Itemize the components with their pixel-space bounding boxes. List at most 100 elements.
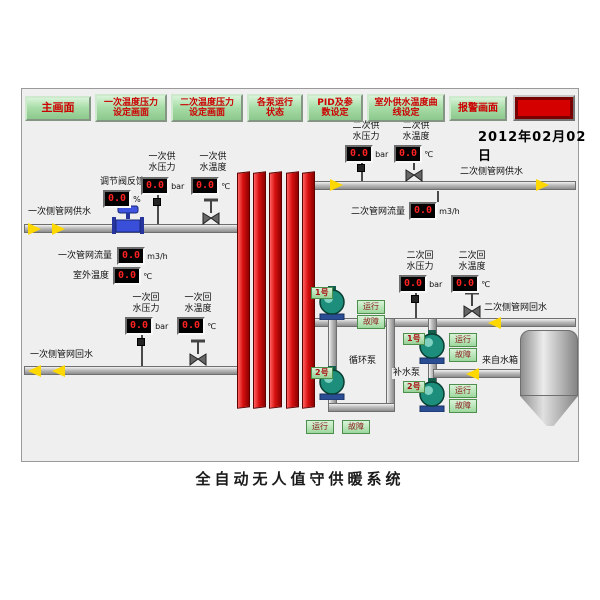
unit-label: ℃ [424, 149, 434, 159]
exchanger-plate [269, 171, 283, 409]
unit-label: ℃ [481, 279, 491, 289]
meter-secondary-return-temp: 0.0 ℃ [451, 275, 490, 293]
primary-return-pipe-label: 一次侧管网回水 [30, 350, 94, 360]
circulation-pump2-fault-status: 故障 [342, 420, 370, 434]
meter-valve-feedback: 0.0 % [103, 190, 141, 208]
makeup-pump1-tag: 1号 [403, 333, 425, 345]
flow-arrow-right-icon [330, 179, 343, 191]
unit-label: bar [375, 149, 389, 159]
lcd-value: 0.0 [451, 275, 480, 293]
meter-secondary-flow: 0.0 m3/h [409, 202, 460, 220]
unit-label: ℃ [221, 181, 231, 191]
meter-primary-supply-pressure: 0.0 bar [141, 177, 184, 195]
meter-label-valve-feedback: 调节阀反馈 [100, 177, 146, 187]
meter-outdoor-temp: 0.0 ℃ [113, 267, 152, 285]
makeup-pump2-tag: 2号 [403, 381, 425, 393]
sensor-stem [141, 333, 143, 366]
meter-label-secondary-return-pressure: 二次回水压力 [406, 251, 434, 273]
lcd-value: 0.0 [409, 202, 438, 220]
lcd-value: 0.0 [117, 247, 146, 265]
secondary-return-pipe [312, 318, 576, 327]
flow-arrow-right-icon [28, 223, 41, 235]
exchanger-plate [253, 171, 267, 409]
unit-label: bar [155, 321, 169, 331]
tank-feed-pipe [433, 369, 525, 378]
meter-label-secondary-flow: 二次管网流量 [351, 207, 406, 217]
circulation-pump1-fault-status: 故障 [357, 315, 385, 329]
pressure-sensor-icon [411, 295, 419, 303]
flow-arrow-left-icon [466, 368, 479, 380]
circulation-loop-right-pipe [386, 318, 395, 412]
toolbar-secondary-setting-button[interactable]: 二次温度压力设定画面 [171, 94, 243, 122]
makeup-pump1-fault-status: 故障 [449, 348, 477, 362]
toolbar-pump-status-button[interactable]: 各泵运行状态 [247, 94, 303, 122]
meter-label-outdoor-temp: 室外温度 [73, 271, 110, 281]
page-title: 全自动无人值守供暖系统 [195, 470, 405, 488]
meter-label-secondary-supply-pressure: 二次供水压力 [352, 121, 380, 143]
meter-label-primary-return-temp: 一次回水温度 [184, 293, 212, 315]
circulation-pump-group-label: 循环泵 [349, 356, 377, 366]
shutoff-valve-icon [463, 290, 481, 318]
unit-label: m3/h [439, 206, 460, 216]
unit-label: bar [429, 279, 443, 289]
meter-primary-return-pressure: 0.0 bar [125, 317, 168, 335]
meter-primary-return-temp: 0.0 ℃ [177, 317, 216, 335]
toolbar-main-screen-button[interactable]: 主画面 [25, 96, 91, 121]
meter-primary-supply-temp: 0.0 ℃ [191, 177, 230, 195]
sensor-stem [157, 193, 159, 224]
lcd-value: 0.0 [103, 190, 132, 208]
alarm-indicator[interactable] [513, 95, 575, 121]
plate-heat-exchanger [237, 171, 316, 409]
unit-label: ℃ [143, 271, 153, 281]
shutoff-valve-icon [202, 197, 220, 225]
unit-label: m3/h [147, 251, 168, 261]
flow-arrow-left-icon [488, 317, 501, 329]
secondary-supply-pipe-label: 二次侧管网供水 [460, 167, 524, 177]
secondary-return-pipe-label: 二次侧管网回水 [484, 303, 548, 313]
pressure-sensor-icon [153, 198, 161, 206]
meter-secondary-supply-temp: 0.0 ℃ [394, 145, 433, 163]
makeup-pump2-fault-status: 故障 [449, 399, 477, 413]
meter-secondary-supply-pressure: 0.0 bar [345, 145, 388, 163]
lcd-value: 0.0 [141, 177, 170, 195]
exchanger-plate [237, 171, 251, 409]
water-tank-body [520, 330, 578, 396]
circulation-pump2-tag: 2号 [311, 367, 333, 379]
from-tank-label: 来自水箱 [482, 356, 519, 366]
lcd-value: 0.0 [394, 145, 423, 163]
toolbar-alarm-screen-button[interactable]: 报警画面 [449, 96, 507, 121]
date-display: 2012年02月02日 [478, 130, 587, 164]
makeup-pump1-icon [417, 330, 447, 365]
makeup-pump2-icon [417, 378, 447, 413]
pressure-sensor-icon [137, 338, 145, 346]
circulation-pump2-run-status: 运行 [306, 420, 334, 434]
unit-label: ℃ [207, 321, 217, 331]
toolbar-primary-setting-button[interactable]: 一次温度压力设定画面 [95, 94, 167, 122]
exchanger-plate [285, 171, 299, 409]
meter-label-secondary-return-temp: 二次回水温度 [458, 251, 486, 273]
shutoff-valve-icon [189, 338, 207, 366]
circulation-pump1-run-status: 运行 [357, 300, 385, 314]
flow-arrow-right-icon [52, 223, 65, 235]
lcd-value: 0.0 [177, 317, 206, 335]
meter-label-primary-supply-temp: 一次供水温度 [199, 152, 227, 174]
makeup-pump-group-label: 补水泵 [392, 368, 422, 380]
pressure-sensor-icon [357, 164, 365, 172]
flow-arrow-left-icon [28, 365, 41, 377]
lcd-value: 0.0 [399, 275, 428, 293]
unit-label: bar [171, 181, 185, 191]
meter-label-secondary-supply-temp: 二次供水温度 [402, 121, 430, 143]
flow-arrow-left-icon [52, 365, 65, 377]
circulation-loop-bottom-pipe [328, 403, 395, 412]
flow-arrow-right-icon [536, 179, 549, 191]
toolbar-pid-setting-button[interactable]: PID及参数设定 [307, 94, 363, 122]
toolbar-outdoor-curve-button[interactable]: 室外供水温度曲线设定 [367, 94, 445, 122]
meter-label-primary-supply-pressure: 一次供水压力 [148, 152, 176, 174]
lcd-value: 0.0 [191, 177, 220, 195]
lcd-value: 0.0 [113, 267, 142, 285]
meter-secondary-return-pressure: 0.0 bar [399, 275, 442, 293]
meter-label-primary-return-pressure: 一次回水压力 [132, 293, 160, 315]
lcd-value: 0.0 [125, 317, 154, 335]
sensor-stem [437, 191, 439, 202]
